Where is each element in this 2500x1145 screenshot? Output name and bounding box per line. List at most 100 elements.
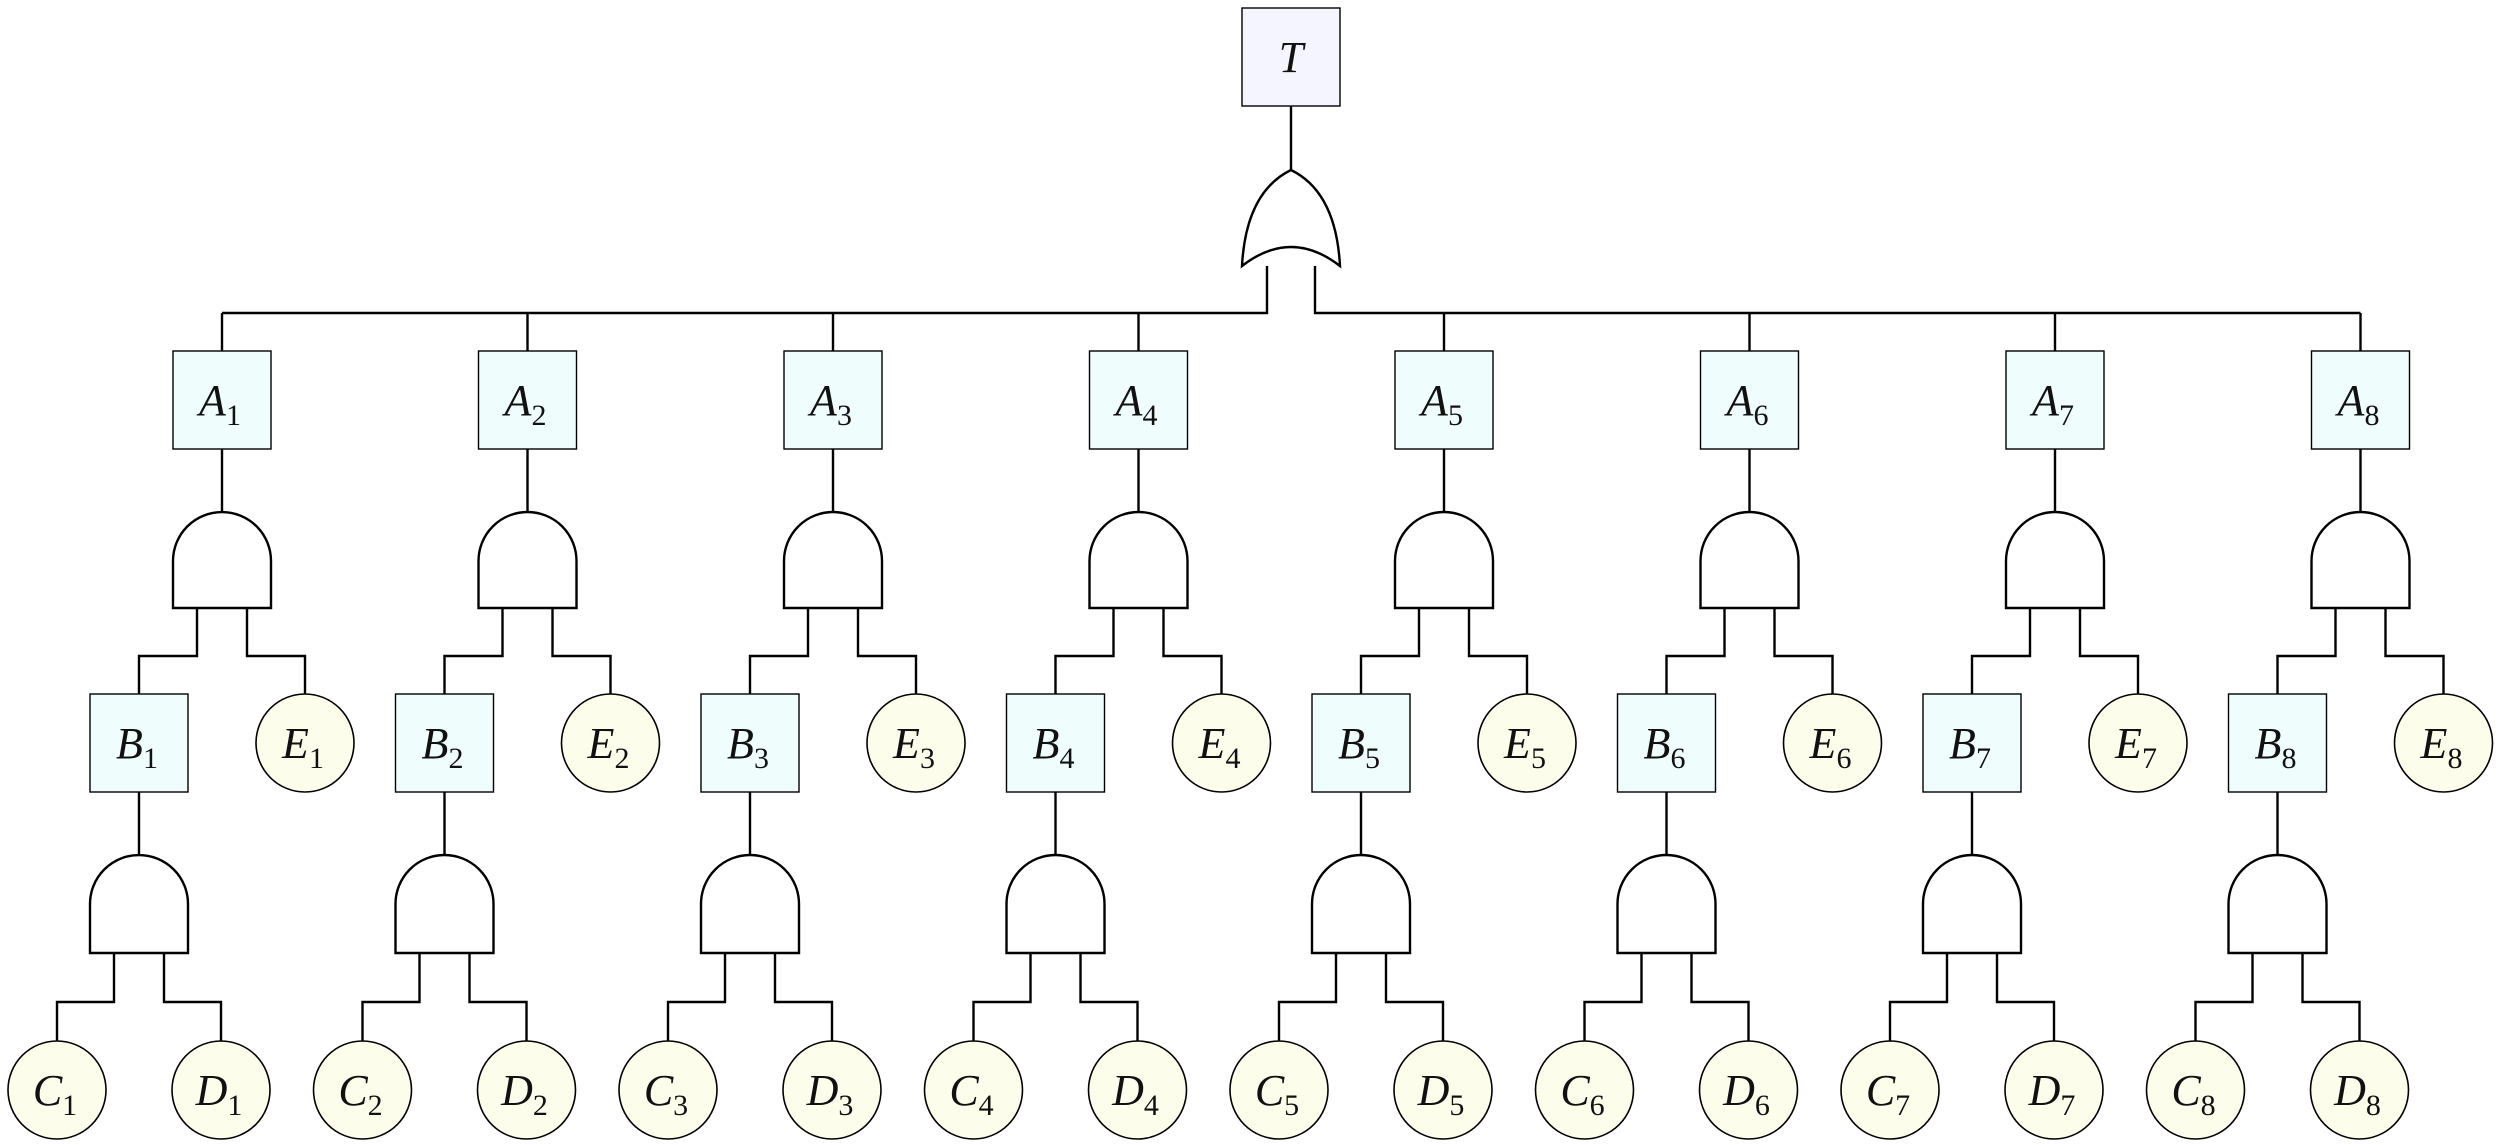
- and-gate-b7: [1921, 853, 2023, 955]
- basic-event-d6: D6: [1698, 1040, 1799, 1140]
- connector-lines: [55, 106, 2445, 1041]
- event-a8: A8: [2310, 350, 2411, 450]
- basic-event-d1: D1: [171, 1040, 271, 1140]
- wire-gate-a8-to-b8: [2276, 608, 2337, 694]
- event-b3: B3: [700, 693, 800, 793]
- basic-event-e1-label-letter: E: [281, 719, 309, 768]
- wire-gate-b8-to-d8: [2301, 953, 2361, 1041]
- basic-event-e5-circle: [1477, 693, 1577, 793]
- basic-event-e4-label-letter: E: [1198, 719, 1226, 768]
- event-a5-label-letter: A: [1418, 376, 1449, 425]
- basic-event-e5-label: E5: [1503, 719, 1546, 775]
- event-b5-box: [1311, 693, 1411, 793]
- basic-event-d7-label: D7: [2028, 1066, 2076, 1122]
- basic-event-e2-label: E2: [587, 719, 630, 775]
- basic-event-e6-label-letter: E: [1809, 719, 1837, 768]
- basic-event-c6-label: C6: [1560, 1066, 1604, 1122]
- event-b1-box: [89, 693, 189, 793]
- event-b4: B4: [1005, 693, 1106, 793]
- basic-event-c4-label-subscript: 4: [979, 1089, 994, 1122]
- basic-event-e8-label-letter: E: [2420, 719, 2448, 768]
- event-a7: A7: [2005, 350, 2105, 450]
- wire-gate-a8-to-e8: [2384, 608, 2445, 694]
- event-b3-label: B3: [727, 719, 769, 775]
- wire-gate-a2-to-b2: [443, 608, 504, 694]
- wire-gate-a5-to-b5: [1359, 608, 1421, 694]
- wire-gate-a6-to-b6: [1665, 608, 1726, 694]
- event-a3: A3: [783, 350, 883, 450]
- event-a8-label-subscript: 8: [2364, 399, 2379, 432]
- event-b5-label-subscript: 5: [1365, 742, 1380, 775]
- event-b7-label-letter: B: [1949, 719, 1976, 768]
- basic-event-d4-label-letter: D: [1111, 1066, 1144, 1115]
- basic-event-e1-label: E1: [281, 719, 324, 775]
- basic-event-c8-label: C8: [2171, 1066, 2215, 1122]
- basic-event-d3-label: D3: [806, 1066, 854, 1122]
- event-b3-label-letter: B: [727, 719, 754, 768]
- basic-event-d8-label-subscript: 8: [2366, 1089, 2381, 1122]
- event-b8-box: [2227, 693, 2328, 793]
- and-gate-b2: [394, 853, 495, 955]
- event-a3-label-letter: A: [807, 376, 838, 425]
- basic-event-e7-label-letter: E: [2114, 719, 2142, 768]
- event-b4-box: [1005, 693, 1106, 793]
- wire-gate-a7-to-e7: [2078, 608, 2140, 694]
- event-b8-label-letter: B: [2255, 719, 2282, 768]
- basic-event-c6-circle: [1534, 1040, 1635, 1140]
- event-b2-label-letter: B: [422, 719, 449, 768]
- and-gate-b1: [88, 853, 190, 955]
- event-a5: A5: [1394, 350, 1494, 450]
- basic-event-d2-label-letter: D: [500, 1066, 533, 1115]
- event-b5: B5: [1311, 693, 1411, 793]
- basic-event-d4-label-subscript: 4: [1144, 1089, 1159, 1122]
- basic-event-d4: D4: [1087, 1040, 1188, 1140]
- basic-event-d1-circle: [171, 1040, 271, 1140]
- basic-event-d5-label-letter: D: [1417, 1066, 1450, 1115]
- event-b8-label: B8: [2255, 719, 2297, 775]
- and-gate-a8: [2310, 510, 2411, 610]
- event-b4-label: B4: [1033, 719, 1075, 775]
- event-b7: B7: [1922, 693, 2022, 793]
- basic-event-c5-label: C5: [1255, 1066, 1299, 1122]
- event-b8: B8: [2227, 693, 2328, 793]
- event-b5-label-letter: B: [1338, 719, 1365, 768]
- basic-event-c3: C3: [618, 1040, 718, 1140]
- basic-event-d4-label: D4: [1111, 1066, 1159, 1122]
- basic-event-c2-circle: [312, 1040, 413, 1140]
- and-gate-b4: [1005, 853, 1106, 955]
- basic-event-e8: E8: [2393, 693, 2494, 793]
- top-event-label: T: [1279, 33, 1307, 82]
- basic-event-e4: E4: [1171, 693, 1272, 793]
- event-a5-box: [1394, 350, 1494, 450]
- basic-event-c3-label-letter: C: [644, 1066, 674, 1115]
- basic-event-e1: E1: [255, 693, 355, 793]
- basic-event-e1-label-subscript: 1: [309, 742, 324, 775]
- basic-event-d2: D2: [476, 1040, 577, 1140]
- basic-event-d7-label-letter: D: [2028, 1066, 2061, 1115]
- basic-event-c1: C1: [7, 1040, 107, 1140]
- wire-gate-b3-to-c3: [666, 953, 727, 1041]
- event-a6-label-letter: A: [1724, 376, 1755, 425]
- basic-event-d5-circle: [1393, 1040, 1493, 1140]
- event-a5-label: A5: [1418, 376, 1463, 432]
- basic-event-d5-label-subscript: 5: [1449, 1089, 1464, 1122]
- basic-event-c5: C5: [1229, 1040, 1329, 1140]
- wire-gate-b1-to-d1: [162, 953, 223, 1041]
- basic-event-c1-circle: [7, 1040, 107, 1140]
- top-event: T: [1241, 7, 1341, 107]
- event-a2-label-letter: A: [502, 376, 533, 425]
- and-gate-b6: [1616, 853, 1717, 955]
- event-a8-label-letter: A: [2335, 376, 2366, 425]
- event-a2-label-subscript: 2: [531, 399, 546, 432]
- wire-gate-a1-to-b1: [137, 608, 199, 694]
- basic-event-d3: D3: [782, 1040, 882, 1140]
- basic-event-e5-label-subscript: 5: [1531, 742, 1546, 775]
- basic-event-c2-label-letter: C: [338, 1066, 368, 1115]
- wire-gate-b5-to-c5: [1277, 953, 1338, 1041]
- basic-event-c3-label-subscript: 3: [673, 1089, 688, 1122]
- basic-event-c3-circle: [618, 1040, 718, 1140]
- wire-gate-a3-to-e3: [856, 608, 918, 694]
- basic-event-c4-label: C4: [949, 1066, 993, 1122]
- basic-event-e3-label-subscript: 3: [920, 742, 935, 775]
- basic-event-d7-label-subscript: 7: [2060, 1089, 2075, 1122]
